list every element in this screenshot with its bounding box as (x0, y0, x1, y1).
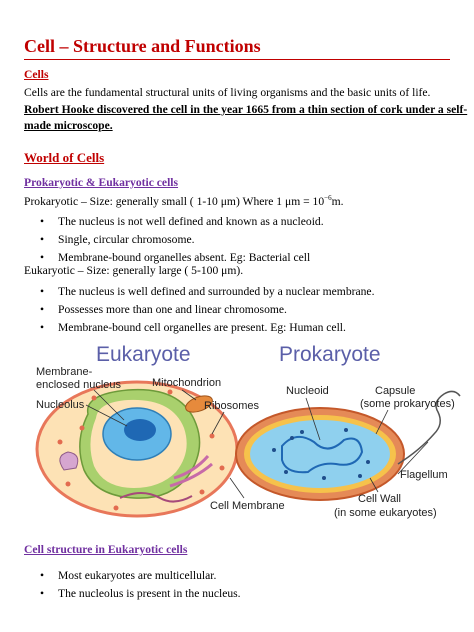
list-item: Possesses more than one and linear chrom… (40, 301, 374, 319)
prokaryotic-size: Prokaryotic – Size: generally small ( 1-… (24, 194, 344, 208)
label-mitochondrion: Mitochondrion (152, 377, 221, 389)
eukaryotic-size: Eukaryotic – Size: generally large ( 5-1… (24, 264, 244, 277)
prokaryote-title: Prokaryote (279, 343, 381, 366)
euk-structure-heading: Cell structure in Eukaryotic cells (24, 543, 188, 556)
list-item: The nucleolus is present in the nucleus. (40, 585, 241, 603)
label-membrane-1: Membrane- (36, 366, 93, 378)
label-nucleolus: Nucleolus (36, 399, 85, 411)
list-item: The nucleus is well defined and surround… (40, 283, 374, 301)
prokaryotic-list: The nucleus is not well defined and know… (40, 213, 324, 267)
prokaryotic-cell (235, 390, 461, 501)
label-membrane-2: enclosed nucleus (36, 379, 122, 391)
label-nucleoid: Nucleoid (286, 385, 329, 397)
eukaryotic-list: The nucleus is well defined and surround… (40, 283, 374, 337)
label-cell-membrane: Cell Membrane (210, 500, 285, 512)
hooke-line-2: made microscope. (24, 119, 113, 132)
list-item: Membrane-bound organelles absent. Eg: Ba… (40, 249, 324, 267)
eukaryotic-cell (35, 380, 239, 518)
list-item: The nucleus is not well defined and know… (40, 213, 324, 231)
list-item: Membrane-bound cell organelles are prese… (40, 319, 374, 337)
cell-diagram: Eukaryote Prokaryote (35, 343, 461, 519)
hooke-line-1: Robert Hooke discovered the cell in the … (24, 103, 468, 116)
page-title: Cell – Structure and Functions (24, 36, 261, 56)
world-heading: World of Cells (24, 150, 105, 165)
label-cell-wall-note: (in some eukaryotes) (334, 507, 437, 519)
eukaryote-title: Eukaryote (96, 343, 191, 366)
label-ribosomes: Ribosomes (204, 400, 260, 412)
label-cell-wall: Cell Wall (358, 493, 401, 505)
leader-lines (85, 389, 429, 499)
euk-structure-list: Most eukaryotes are multicellular. The n… (40, 567, 241, 603)
label-capsule-note: (some prokaryotes) (360, 398, 455, 410)
title-underline (24, 59, 450, 60)
label-capsule: Capsule (375, 385, 415, 397)
nucleolus-shape (124, 419, 156, 441)
flagellum-shape (397, 390, 461, 465)
cells-paragraph: Cells are the fundamental structural uni… (24, 86, 431, 99)
cells-heading: Cells (24, 68, 49, 81)
list-item: Single, circular chromosome. (40, 231, 324, 249)
prok-euk-subheading: Prokaryotic & Eukaryotic cells (24, 176, 179, 189)
list-item: Most eukaryotes are multicellular. (40, 567, 241, 585)
label-flagellum: Flagellum (400, 469, 448, 481)
